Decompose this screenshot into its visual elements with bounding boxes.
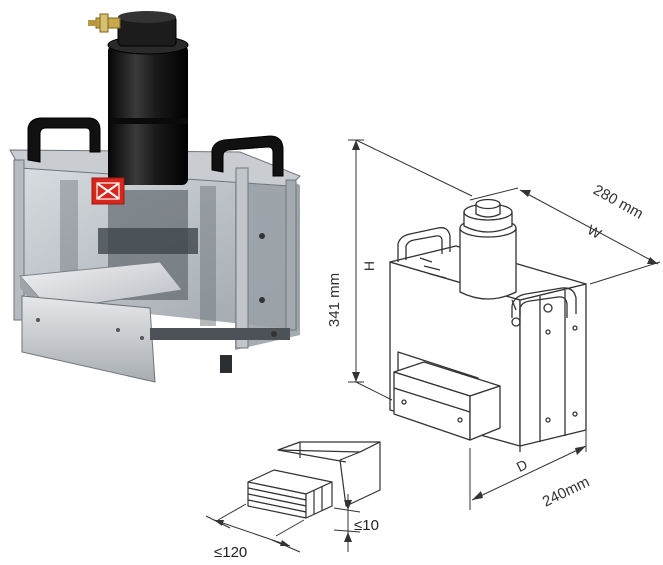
side-bolt xyxy=(271,331,277,337)
height-value-label: 341 mm xyxy=(326,273,343,327)
depth-letter-label: D xyxy=(514,456,530,475)
front-guide-plate xyxy=(21,295,156,383)
width-value-label: 280 mm xyxy=(590,181,646,222)
busbar-detail xyxy=(247,441,381,519)
height-letter-label: H xyxy=(361,261,377,271)
base-foot xyxy=(220,355,232,373)
busbar-width-label: ≤120 xyxy=(214,544,247,561)
plate-bolt xyxy=(140,336,144,340)
side-bolt xyxy=(259,233,265,239)
hydraulic-coupler xyxy=(88,13,121,33)
cylinder-band xyxy=(108,118,188,124)
frame-post-right xyxy=(235,167,249,349)
inner-column-right xyxy=(200,186,216,326)
guard-side-panel xyxy=(235,170,300,350)
dimension-lines xyxy=(348,139,661,510)
cap-top xyxy=(118,11,176,23)
carry-handle-left xyxy=(27,117,101,163)
cut-hazard-icon xyxy=(91,177,125,205)
plate-bolt xyxy=(116,328,120,332)
depth-value-label: 240mm xyxy=(540,473,592,510)
base-rail xyxy=(150,328,290,340)
outline-handle-left xyxy=(397,227,451,262)
busbar-thickness-label: ≤10 xyxy=(354,517,379,534)
product-photo xyxy=(9,11,301,383)
width-limit-line xyxy=(213,519,291,547)
blade-window xyxy=(98,228,198,254)
carry-handle-right xyxy=(211,135,284,177)
busbar-dimension-lines xyxy=(205,494,361,553)
frame-post-back xyxy=(285,179,297,331)
depth-dimension-line xyxy=(471,445,587,501)
outline-drawing xyxy=(389,198,587,452)
frame-post-left xyxy=(13,159,25,321)
hydraulic-cylinder xyxy=(108,45,188,185)
inner-column-left xyxy=(60,180,78,300)
plate-bolt xyxy=(36,318,40,322)
outline-handle-right xyxy=(511,287,577,318)
busbar-channel-side xyxy=(339,441,381,507)
width-dimension-line xyxy=(519,189,659,265)
width-letter-label: W xyxy=(585,221,605,242)
side-bolt xyxy=(259,297,265,303)
outline-cylinder xyxy=(459,228,517,300)
